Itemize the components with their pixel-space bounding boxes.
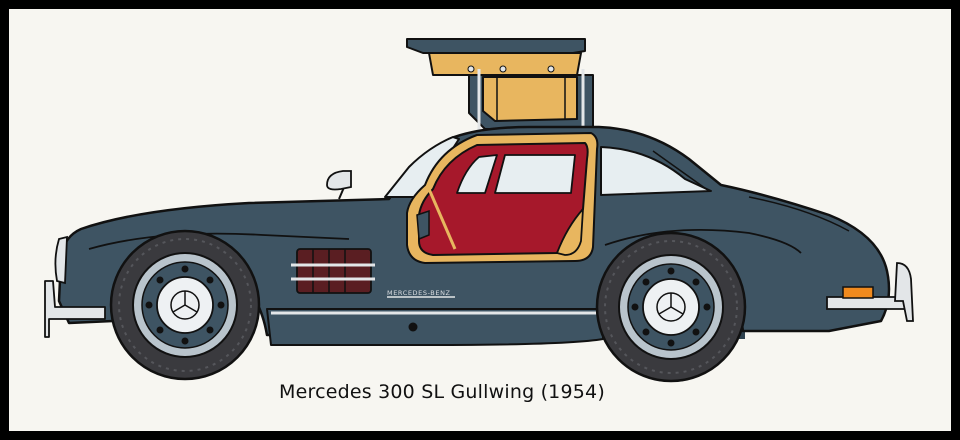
front-wheel [109,229,261,381]
rear-eyebrow-line [604,228,802,254]
trunk-line [748,196,850,232]
front-bumper [44,280,106,338]
jack-point [408,322,418,332]
seat-back [555,206,585,256]
car-illustration: MERCEDES-BENZ [44,38,914,383]
sill-panel [266,308,604,346]
headlight [54,235,68,285]
gullwing-door-raised [406,38,594,137]
rear-window-frame [652,150,710,192]
rear-side-window [600,146,712,196]
side-vents [291,248,375,294]
brand-badge: MERCEDES-BENZ [387,289,451,297]
mercedes-star-icon [170,290,200,320]
rear-bumper [826,296,906,310]
steering-column [427,188,457,250]
poster: MERCEDES-BENZ [9,9,951,431]
interior-window-front [456,154,498,194]
poster-caption: Mercedes 300 SL Gullwing (1954) [279,381,605,403]
rear-wheel [595,231,747,383]
interior-door-handle [416,209,430,241]
mercedes-star-icon [656,292,686,322]
rear-bumper-guard [894,262,914,322]
interior-window-rear [494,154,576,194]
side-mirror [326,170,352,200]
turn-signal [842,286,874,299]
